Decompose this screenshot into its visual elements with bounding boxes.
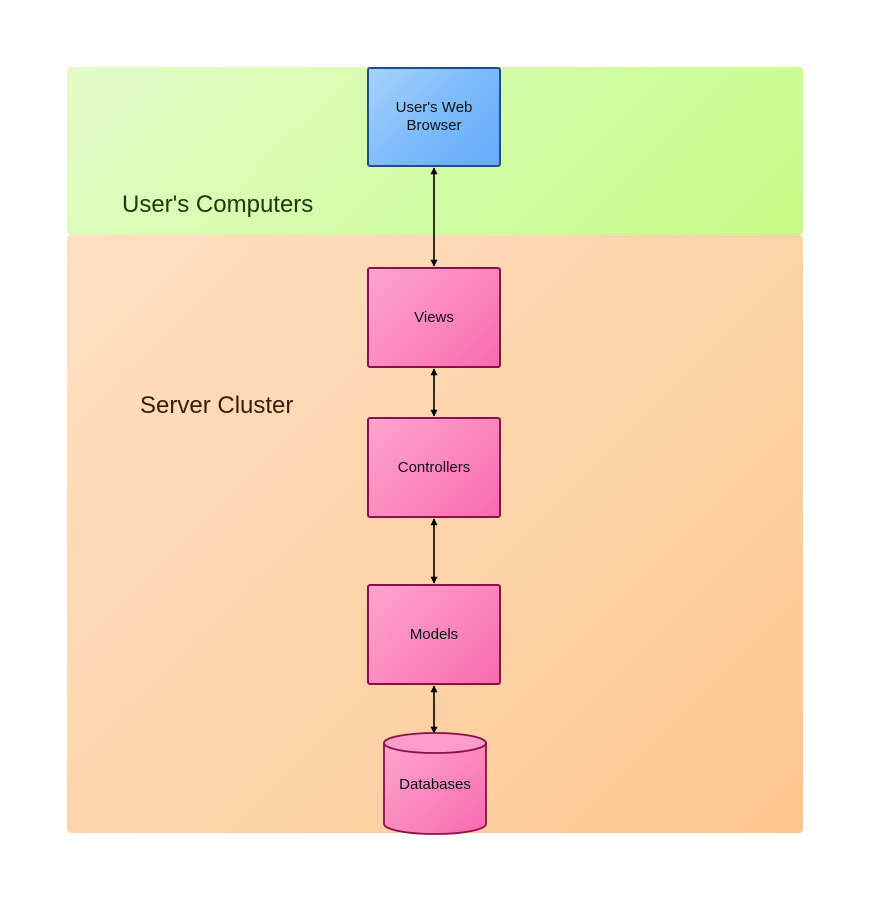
web-browser-node[interactable]: User's Web Browser [367,67,501,167]
controllers-node[interactable]: Controllers [367,417,501,518]
models-label: Models [409,625,459,643]
users-computers-label: User's Computers [122,191,314,218]
models-node[interactable]: Models [367,584,501,685]
databases-node[interactable]: Databases [383,732,487,836]
database-cylinder-icon [383,732,487,835]
databases-label: Databases [399,776,471,793]
views-node[interactable]: Views [367,267,501,368]
controllers-label: Controllers [397,458,471,476]
views-label: Views [414,308,454,326]
server-cluster-label: Server Cluster [140,392,294,419]
web-browser-label: User's Web Browser [395,99,473,134]
